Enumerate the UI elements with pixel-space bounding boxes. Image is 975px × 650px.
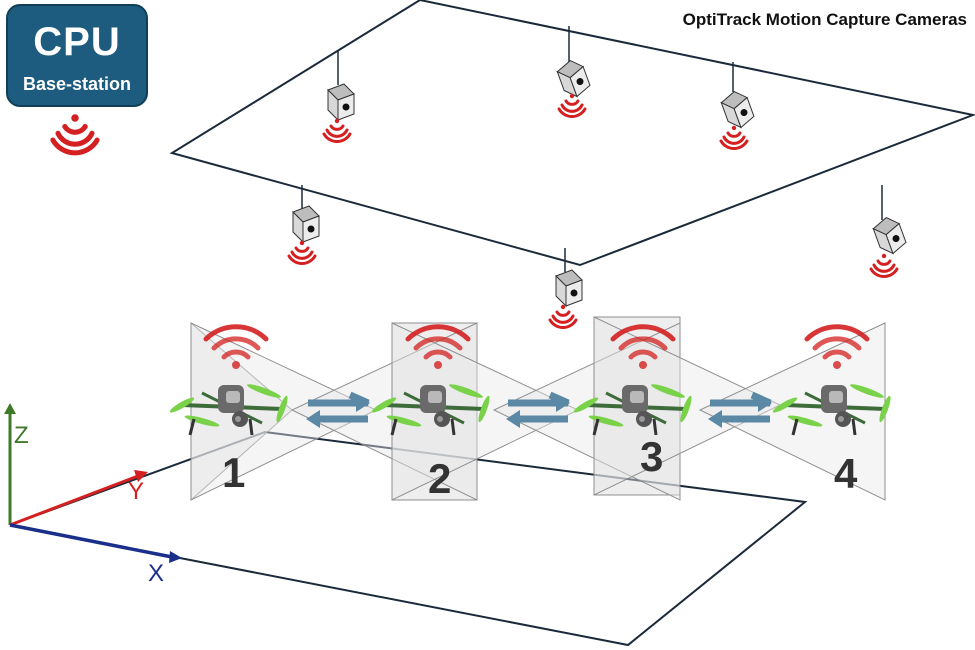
camera-3	[718, 62, 757, 151]
drone-label-1: 1	[222, 449, 246, 496]
y-axis-label: Y	[128, 478, 145, 505]
camera-cube-icon	[718, 87, 757, 132]
camera-2	[554, 26, 593, 119]
drone-label-2: 2	[428, 455, 452, 502]
base-station-signal	[53, 114, 97, 153]
wireless-signal-icon	[869, 252, 899, 279]
camera-cube-icon	[554, 56, 593, 101]
camera-1	[322, 50, 355, 144]
camera-cube-icon	[870, 213, 909, 258]
camera-cube-icon	[292, 205, 320, 243]
camera-4	[287, 185, 320, 266]
floor-plane	[9, 430, 808, 647]
drone-label-4: 4	[834, 450, 858, 497]
camera-5	[548, 248, 583, 330]
wireless-signal-icon	[719, 124, 749, 151]
axes	[4, 403, 182, 563]
camera-cube-icon	[555, 269, 583, 307]
diagram-title: OptiTrack Motion Capture Cameras	[682, 10, 967, 29]
cpu-title: CPU	[33, 20, 121, 64]
wireless-signal-icon	[548, 303, 578, 330]
wireless-signal-icon	[53, 114, 97, 153]
x-axis-label: X	[148, 560, 165, 587]
wireless-signal-icon	[287, 239, 317, 266]
camera-cube-icon	[327, 83, 355, 121]
cpu-subtitle: Base-station	[22, 74, 132, 94]
y-axis	[9, 474, 139, 527]
wireless-signal-icon	[557, 92, 587, 119]
ceiling-plane	[169, 0, 975, 267]
camera-6	[869, 185, 909, 279]
x-axis	[9, 523, 173, 559]
cpu-base-station: CPU Base-station	[6, 4, 148, 107]
drone-label-3: 3	[640, 433, 664, 480]
z-axis-label: Z	[14, 422, 29, 449]
wireless-signal-icon	[322, 117, 352, 144]
